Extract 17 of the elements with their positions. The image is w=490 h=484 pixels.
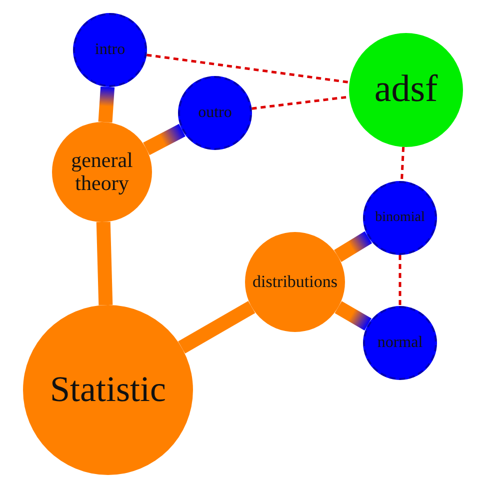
mindmap-connection xyxy=(96,222,113,306)
node-label: general theory xyxy=(70,148,134,196)
node-label: adsf xyxy=(374,69,438,111)
mindmap-connection xyxy=(178,300,256,354)
mindmap-connection xyxy=(143,124,186,156)
mindmap-connection xyxy=(334,301,372,330)
node-label: normal xyxy=(377,334,423,352)
node-label: intro xyxy=(94,41,126,59)
node-label: binomial xyxy=(375,210,425,226)
mindmap-connection xyxy=(98,86,115,123)
mindmap-connection xyxy=(334,231,372,262)
node-label: outro xyxy=(198,104,232,122)
node-label: distributions xyxy=(252,272,338,292)
node-label: Statistic xyxy=(50,370,166,410)
dotted-connector xyxy=(398,255,402,306)
dotted-connector xyxy=(400,146,405,182)
dotted-connector xyxy=(146,54,350,84)
